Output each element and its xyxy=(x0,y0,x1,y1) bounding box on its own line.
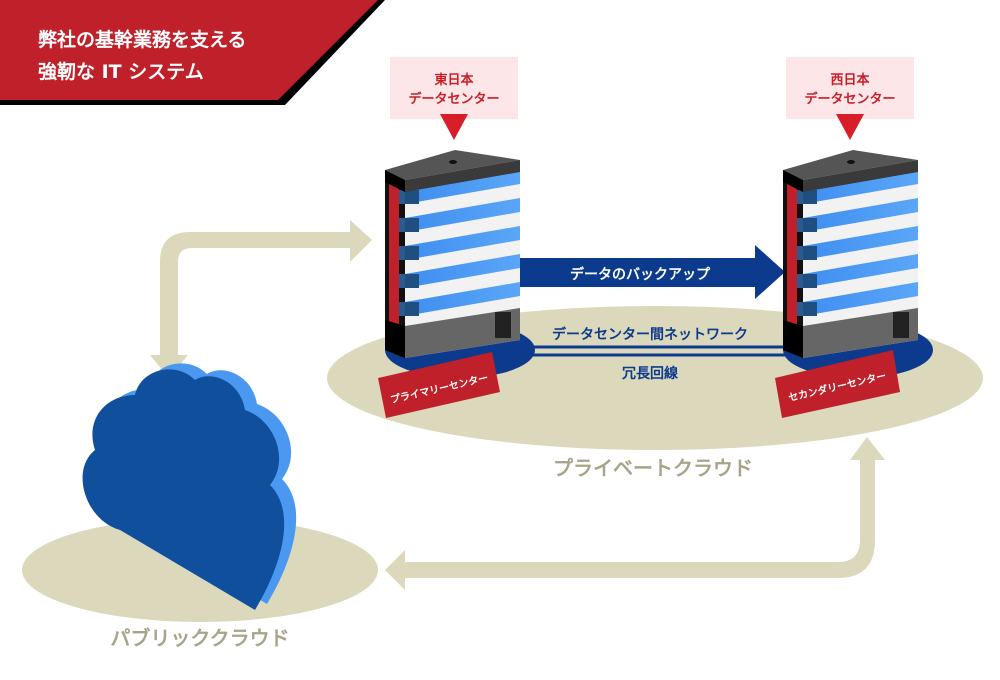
east-tag-line2: データセンター xyxy=(408,91,499,107)
cloud-icon xyxy=(82,363,297,610)
east-datacenter-building xyxy=(385,150,535,378)
east-pin-icon xyxy=(440,114,468,140)
sync-arrow-cloud-to-primary xyxy=(150,220,372,378)
east-tag-line1: 東日本 xyxy=(434,72,473,88)
east-tag-box xyxy=(390,57,518,119)
west-tag-line1: 西日本 xyxy=(830,72,869,88)
west-tag-line2: データセンター xyxy=(804,91,895,107)
redundant-line-label: 冗長回線 xyxy=(622,365,678,382)
title-line-1: 弊社の基幹業務を支える xyxy=(38,28,246,51)
west-pin-icon xyxy=(836,114,864,140)
sync-arrow-private-to-public xyxy=(385,437,885,590)
secondary-ribbon xyxy=(775,350,900,418)
public-cloud-label: パブリッククラウド xyxy=(110,626,289,650)
network-label: データセンター間ネットワーク xyxy=(552,326,748,343)
backup-arrow xyxy=(515,245,785,299)
backup-arrow-label: データのバックアップ xyxy=(570,266,711,283)
west-tag-box xyxy=(786,57,914,119)
title-line-2: 強靭な IT システム xyxy=(38,60,204,83)
redundant-network-lines xyxy=(500,345,800,357)
private-cloud-label: プライベートクラウド xyxy=(553,456,753,480)
title-banner xyxy=(0,0,378,100)
west-datacenter-building xyxy=(783,150,933,378)
primary-ribbon xyxy=(378,352,500,418)
